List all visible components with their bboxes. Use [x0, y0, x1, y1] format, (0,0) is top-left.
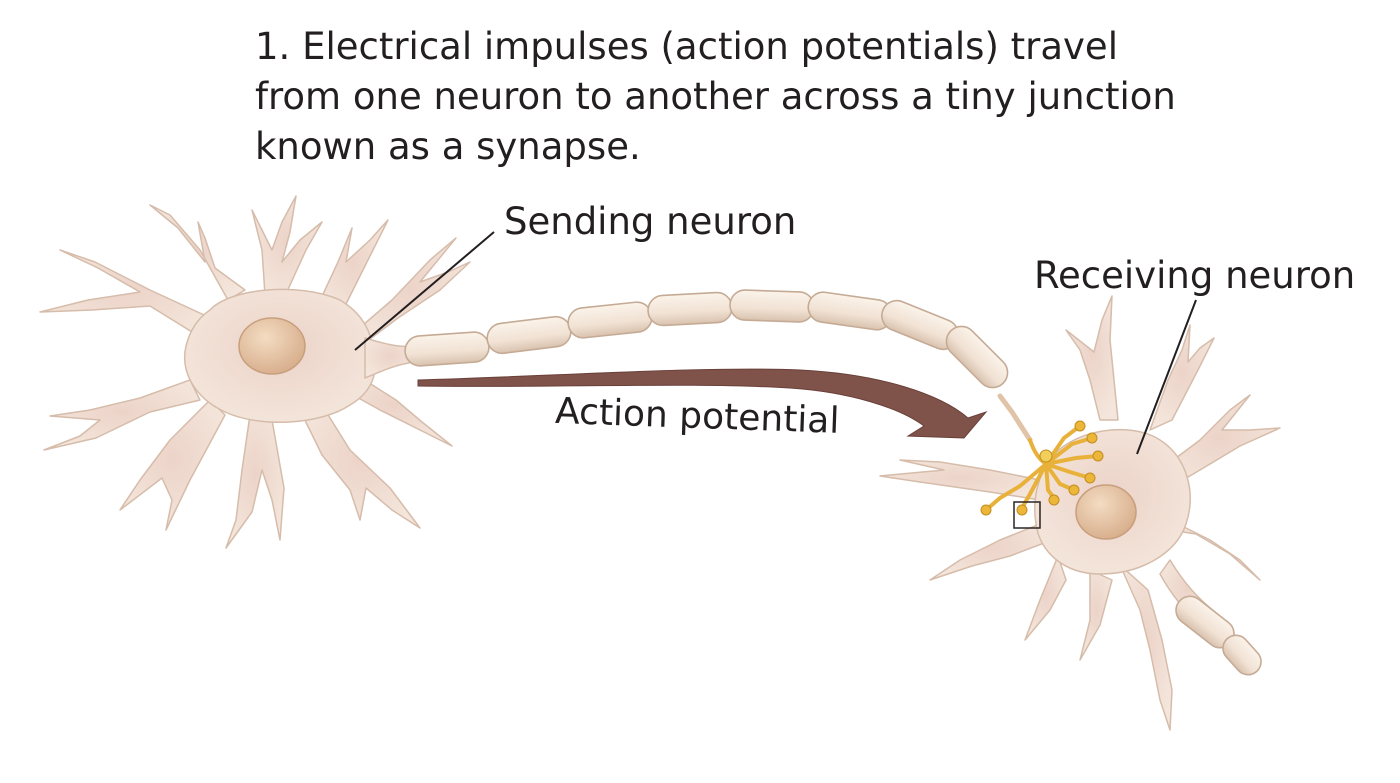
receiving-neuron-label: Receiving neuron: [1034, 254, 1355, 297]
axon-terminal-stalk: [997, 393, 1033, 443]
synaptic-boutons: [980, 420, 1104, 516]
sending-neuron-label: Sending neuron: [504, 200, 796, 243]
caption-line: 1. Electrical impulses (action potential…: [255, 25, 1118, 68]
receiving-neuron-leader: [1136, 299, 1197, 455]
sending-nucleus: [238, 317, 306, 375]
caption-line: known as a synapse.: [255, 125, 641, 168]
synapse-highlight-box: [1013, 501, 1041, 529]
caption-line: from one neuron to another across a tiny…: [255, 75, 1176, 118]
myelinated-axon: [404, 289, 1009, 389]
diagram-caption: 1. Electrical impulses (action potential…: [255, 22, 1375, 172]
sending-neuron-leader: [354, 231, 495, 351]
action-potential-label: Action potential: [554, 391, 840, 442]
action-potential-arrow: [417, 368, 988, 439]
receiving-axon-myelin: [1175, 595, 1262, 676]
receiving-nucleus: [1075, 484, 1137, 540]
sending-neuron: [39, 195, 471, 549]
